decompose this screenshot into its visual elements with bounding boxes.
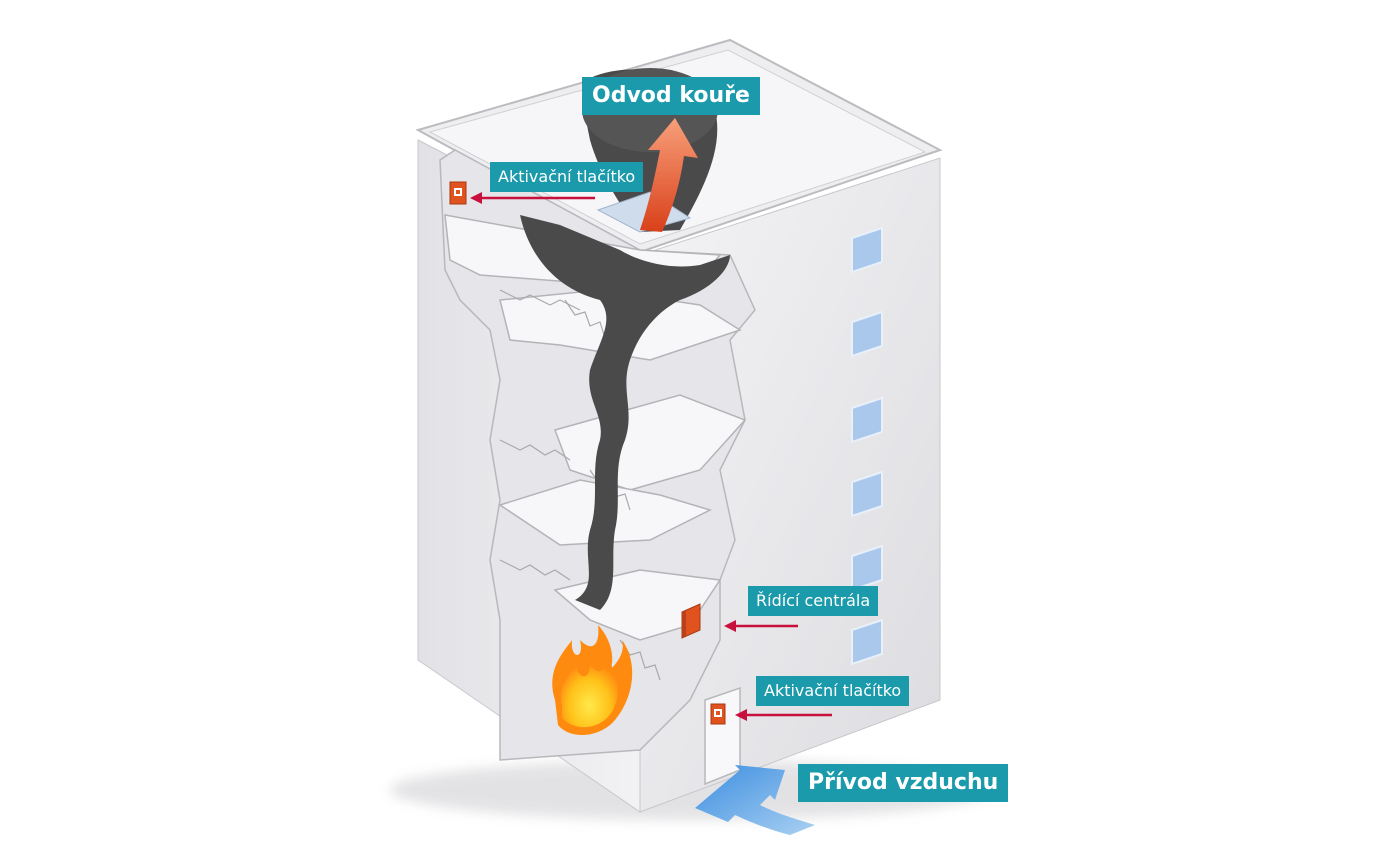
smoke-plume [520,215,730,610]
alarm-button-icon [449,181,467,205]
pointer-arrow-head [470,192,482,204]
pointer-arrow-head [724,620,736,632]
window [851,310,883,358]
window [851,544,883,592]
window [851,618,883,666]
pointer-arrows [470,192,832,721]
window [851,226,883,274]
control-unit-label: Řídící centrála [748,586,879,616]
window [851,396,883,444]
roof-vent-opening [596,191,692,233]
inflow-arrow-icon [695,765,815,835]
window [851,470,883,518]
windows [851,226,883,666]
activation-button-bottom-label: Aktivační tlačítko [756,676,910,706]
fire-icon [552,625,633,736]
activation-button-top-label: Aktivační tlačítko [490,162,644,192]
control-box-icon [681,603,701,639]
up-arrow-icon [640,118,698,232]
entrance-door [704,686,741,786]
pointer-arrow-head [735,709,747,721]
air-supply-label: Přívod vzduchu [798,764,1009,802]
smoke-exhaust-label: Odvod kouře [582,77,760,115]
alarm-button-icon [710,703,726,725]
